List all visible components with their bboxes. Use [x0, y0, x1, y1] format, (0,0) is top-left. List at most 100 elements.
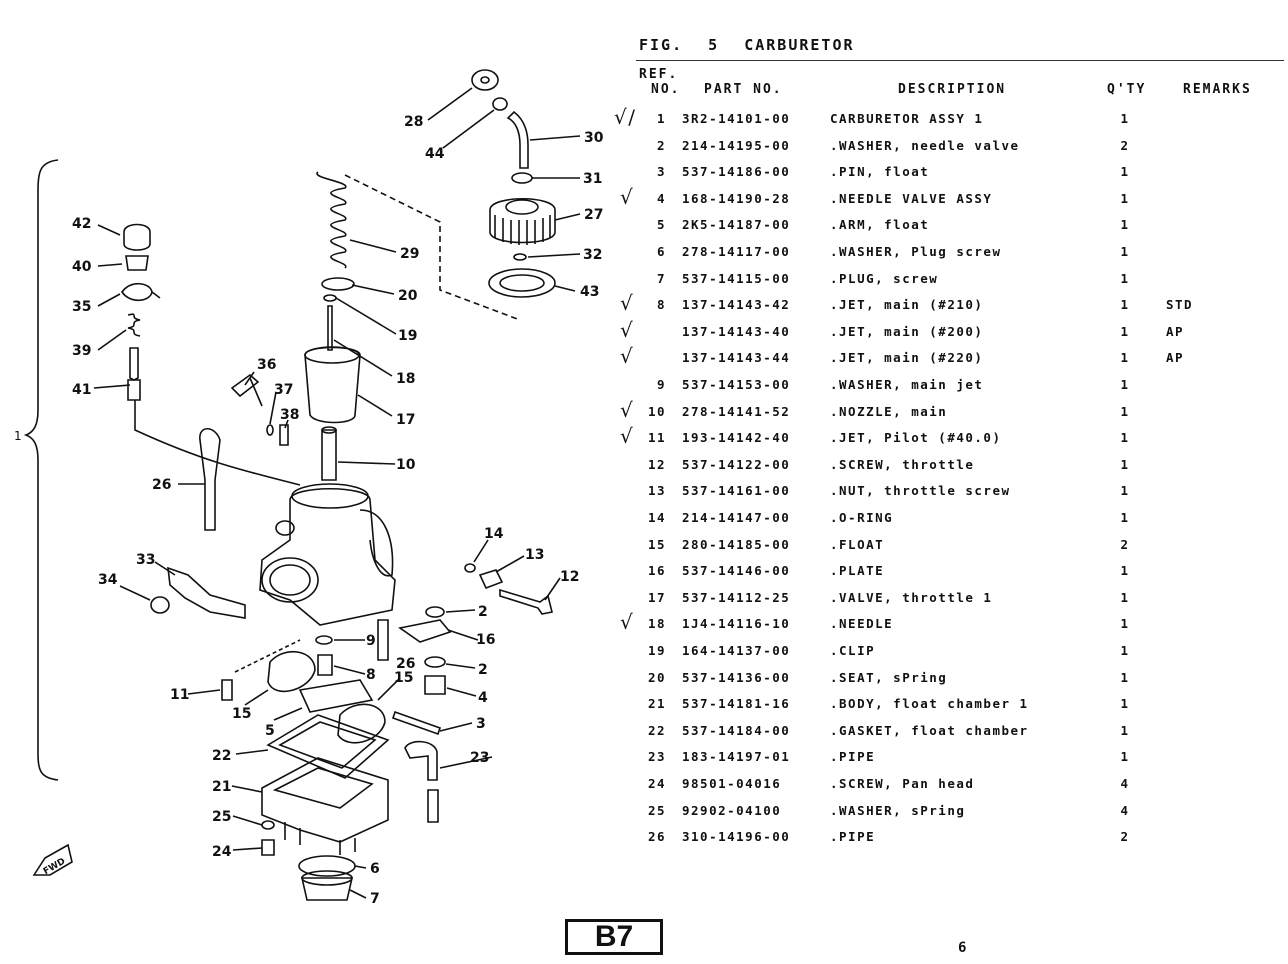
part-number-cell: 537-14122-00 — [682, 456, 791, 472]
part-number-cell: 137-14143-44 — [682, 350, 791, 366]
ref-cell: 19 — [647, 643, 666, 658]
callout-21: 21 — [212, 779, 231, 795]
ref-cell: 4 — [656, 190, 666, 206]
callout-5: 5 — [265, 723, 275, 739]
description-cell: .JET, Pilot (#40.0) — [830, 430, 1002, 446]
checkmark-annotation: √ — [620, 397, 635, 422]
description-cell: .CLIP — [830, 643, 876, 658]
qty-cell: 1 — [1120, 643, 1130, 658]
figure-label: FIG. — [639, 36, 684, 54]
ref-cell: 5 — [656, 217, 666, 233]
qty-cell: 1 — [1120, 456, 1130, 472]
part-number-cell: 310-14196-00 — [682, 829, 791, 845]
part-number-cell: 98501-04016 — [682, 776, 782, 791]
ref-cell: 11 — [647, 430, 666, 446]
callout-2-upper: 2 — [478, 604, 488, 620]
figure-title: FIG. 5 CARBURETOR — [639, 36, 855, 54]
part-number-cell: 537-14115-00 — [682, 270, 791, 286]
qty-cell: 1 — [1120, 483, 1130, 499]
checkmark-annotation: √ — [620, 344, 635, 369]
callout-18: 18 — [396, 371, 415, 387]
callout-8: 8 — [366, 667, 376, 683]
callout-15-left: 15 — [232, 706, 251, 722]
ref-cell: 22 — [647, 722, 666, 738]
checkmark-annotation: √ — [620, 184, 635, 209]
qty-cell: 1 — [1120, 430, 1130, 446]
ref-cell: 25 — [647, 802, 666, 818]
callout-37: 37 — [274, 382, 293, 398]
callout-39: 39 — [72, 343, 91, 359]
ref-cell: 1 — [656, 111, 666, 126]
remarks-cell: AP — [1166, 323, 1185, 339]
table-row: 26 310-14196-00 .PIPE 2 — [620, 829, 1288, 855]
description-cell: .PIPE — [830, 829, 876, 845]
ref-cell: 26 — [647, 829, 666, 845]
callout-14: 14 — [484, 526, 504, 542]
part-number-cell: 92902-04100 — [682, 802, 782, 818]
description-cell: .GASKET, float chamber — [830, 722, 1029, 738]
callout-41: 41 — [72, 382, 91, 398]
callout-9: 9 — [366, 633, 376, 649]
callout-11: 11 — [170, 687, 189, 703]
callout-4: 4 — [478, 690, 488, 706]
callout-20: 20 — [398, 288, 418, 304]
qty-cell: 1 — [1120, 190, 1130, 206]
callout-32: 32 — [583, 247, 602, 263]
callout-35: 35 — [72, 299, 91, 315]
callout-1: 1 — [14, 429, 22, 443]
assembly-brace — [23, 159, 59, 781]
checkmark-annotation: √ — [620, 291, 635, 316]
callout-17: 17 — [396, 412, 415, 428]
qty-cell: 4 — [1120, 776, 1130, 791]
description-cell: .JET, main (#200) — [830, 323, 984, 339]
callout-38: 38 — [280, 407, 299, 423]
qty-cell: 1 — [1120, 297, 1130, 313]
callout-36: 36 — [257, 357, 276, 373]
ref-cell: 24 — [647, 776, 666, 791]
qty-cell: 2 — [1120, 829, 1130, 845]
ref-cell: 2 — [656, 137, 666, 153]
qty-cell: 1 — [1120, 696, 1130, 712]
part-number-cell: 2K5-14187-00 — [682, 217, 791, 233]
page-number: 6 — [958, 940, 967, 956]
qty-cell: 1 — [1120, 164, 1130, 180]
qty-cell: 1 — [1120, 510, 1130, 525]
callout-44: 44 — [425, 146, 445, 162]
section-code-box: B7 — [565, 919, 663, 955]
fwd-label: FWD — [42, 857, 67, 877]
part-number-cell: 537-14146-00 — [682, 563, 791, 579]
part-number-cell: 537-14186-00 — [682, 164, 791, 180]
checkmark-annotation: √ — [620, 317, 635, 342]
figure-name: CARBURETOR — [744, 36, 855, 54]
callout-7: 7 — [370, 891, 380, 907]
part-number-cell: 137-14143-42 — [682, 297, 791, 313]
part-number-cell: 3R2-14101-00 — [682, 111, 791, 126]
ref-cell: 10 — [647, 403, 666, 419]
callout-19: 19 — [398, 328, 417, 344]
qty-cell: 1 — [1120, 377, 1130, 392]
ref-cell: 8 — [656, 297, 666, 313]
description-cell: .BODY, float chamber 1 — [830, 696, 1029, 712]
ref-cell: 14 — [647, 510, 666, 525]
ref-cell: 6 — [656, 244, 666, 259]
ref-cell: 9 — [656, 377, 666, 392]
part-number-cell: 168-14190-28 — [682, 190, 791, 206]
callout-30: 30 — [584, 130, 604, 146]
part-number-cell: 214-14147-00 — [682, 510, 791, 525]
qty-cell: 1 — [1120, 563, 1130, 579]
description-cell: .FLOAT — [830, 536, 885, 552]
callout-29: 29 — [400, 246, 419, 262]
part-number-cell: 537-14112-25 — [682, 589, 791, 605]
description-cell: .SCREW, throttle — [830, 456, 975, 472]
